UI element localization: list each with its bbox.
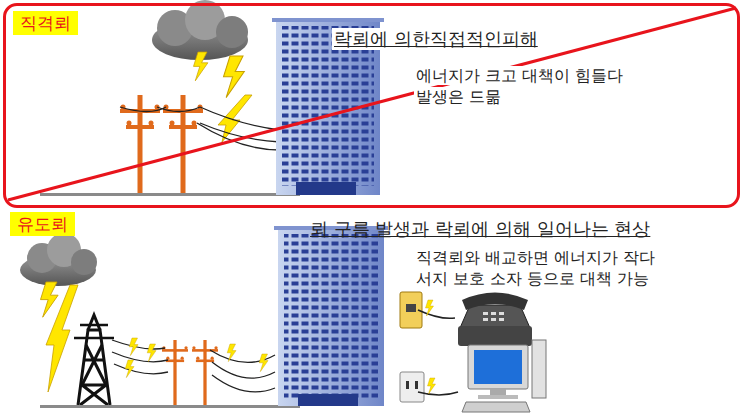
telephone	[458, 293, 532, 347]
node-text: 직격뢰	[20, 13, 71, 33]
note-text: 뢰 구름 발생과 락뢰에 의해 일어나는 현상	[310, 218, 650, 240]
note-text: 직격뢰와 배교하면 에너지가 작다	[416, 248, 655, 267]
node-text: 발생은 드묾	[414, 87, 503, 106]
ground	[40, 405, 300, 408]
section-tag: 직격뢰	[13, 11, 78, 35]
lightning	[41, 282, 79, 392]
node-text: 락뢰에 의한직접적인피해	[332, 28, 540, 50]
section-tag: 유도뢰	[10, 212, 75, 236]
section-frame: 락뢰에 의한직접적인피해에너지가 크고 대책이 힘들다발생은 드묾 직격뢰	[3, 3, 740, 208]
utility-poles	[120, 95, 280, 195]
ground	[40, 193, 300, 196]
power-outlet	[400, 372, 458, 402]
computer	[462, 340, 546, 412]
cross-out-line	[8, 8, 736, 200]
telephone-outlet	[400, 292, 455, 328]
building	[274, 226, 388, 406]
utility-poles	[112, 340, 275, 405]
node-text: 유도뢰	[17, 214, 68, 234]
note-text: 서지 보호 소자 등으로 대책 가능	[416, 269, 649, 288]
lightning	[194, 52, 253, 142]
cloud	[20, 233, 97, 286]
node-text: 에너지가 크고 대책이 힘들다	[414, 66, 625, 85]
cloud	[152, 0, 248, 60]
small-bolts	[125, 338, 268, 378]
transmission-tower	[74, 315, 114, 405]
